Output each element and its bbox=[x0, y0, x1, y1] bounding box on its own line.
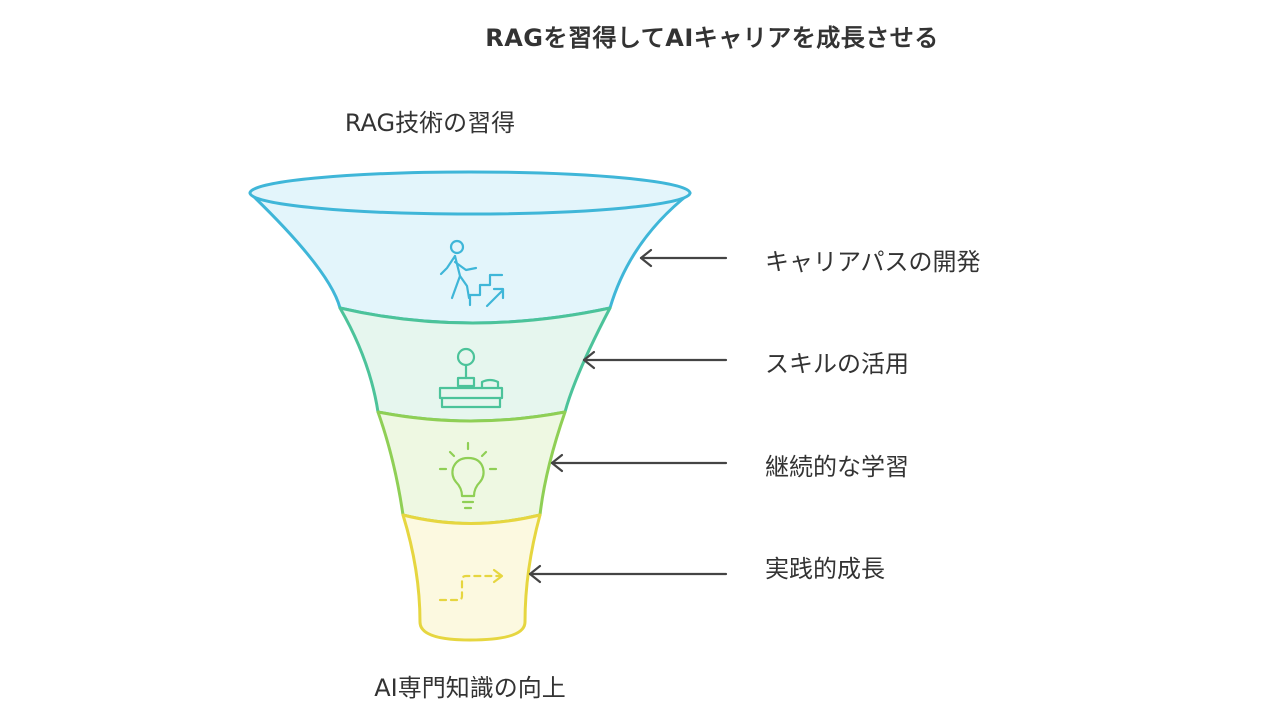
lightbulb-icon bbox=[438, 441, 498, 510]
funnel-band-4 bbox=[401, 513, 542, 642]
funnel-band-1 bbox=[248, 170, 692, 325]
diagram-title: RAGを習得してAIキャリアを成長させる bbox=[485, 24, 939, 52]
joystick-icon bbox=[438, 347, 504, 409]
stage-arrow-1 bbox=[639, 248, 728, 268]
stage-label-continuous-learning: 継続的な学習 bbox=[765, 453, 909, 481]
person-climbing-stairs-icon bbox=[439, 239, 505, 308]
funnel-band-3 bbox=[376, 410, 567, 525]
stage-label-practical-growth: 実践的成長 bbox=[765, 555, 885, 583]
dashed-arrow-icon bbox=[438, 568, 504, 602]
stage-arrow-3 bbox=[550, 453, 728, 473]
stage-arrow-2 bbox=[582, 350, 728, 370]
stage-arrow-4 bbox=[528, 564, 728, 584]
funnel-bottom-label: AI専門知識の向上 bbox=[374, 674, 566, 702]
funnel-band-2 bbox=[338, 306, 612, 423]
stage-label-career-path: キャリアパスの開発 bbox=[765, 248, 981, 276]
stage-label-skill-use: スキルの活用 bbox=[765, 350, 909, 378]
funnel-top-label: RAG技術の習得 bbox=[344, 109, 516, 137]
